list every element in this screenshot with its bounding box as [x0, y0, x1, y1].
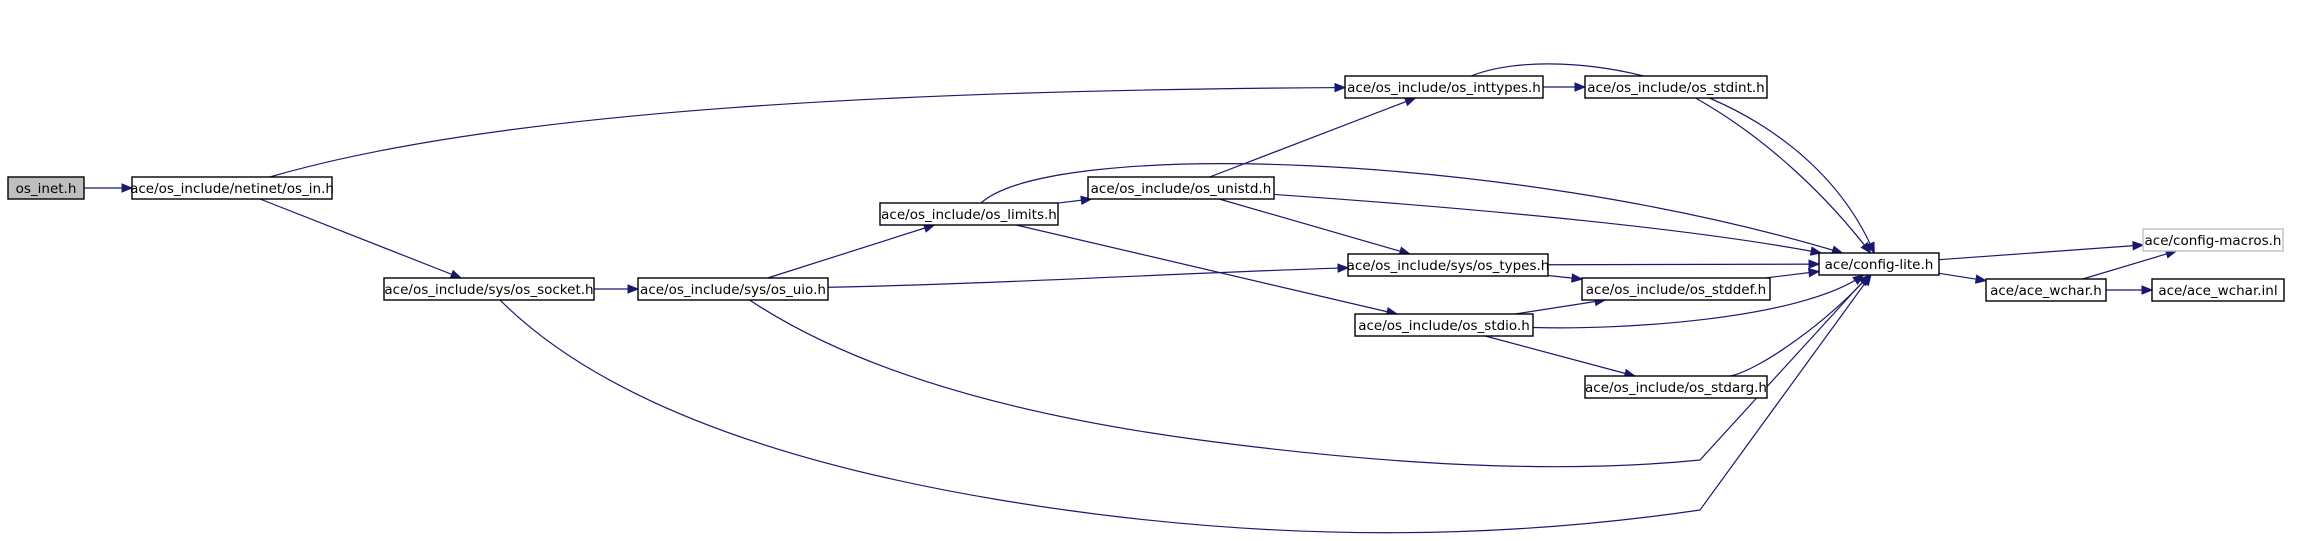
edge-os-types-to-config-lite [1547, 263, 1820, 266]
arrowhead-icon [1571, 273, 1584, 283]
node-box [1354, 313, 1534, 337]
node-label: ace/os_include/os_unistd.h [1091, 181, 1272, 197]
node-box [1818, 252, 1940, 276]
edge-os-uio-to-os-types [827, 267, 1349, 288]
node-box [1344, 75, 1544, 99]
edge-config-lite-to-config-macros [1938, 244, 2144, 261]
edge-os-stdarg-to-config-lite [1730, 274, 1870, 377]
node-label: ace/os_include/sys/os_socket.h [384, 282, 593, 298]
arrowhead-icon [2132, 241, 2145, 251]
edge-os-stdint-to-config-lite [1695, 97, 1872, 254]
arrowhead-icon [1808, 259, 1821, 269]
edge-os-unistd-to-os-types [1218, 198, 1411, 255]
node-label: ace/os_include/os_limits.h [881, 207, 1057, 223]
edge-os-socket-to-config-lite [499, 274, 1872, 534]
node-os-socket[interactable]: ace/os_include/sys/os_socket.h [383, 277, 595, 301]
node-box [1087, 176, 1275, 200]
node-config-lite[interactable]: ace/config-lite.h [1818, 252, 1940, 276]
node-box [1584, 375, 1768, 399]
node-os-uio[interactable]: ace/os_include/sys/os_uio.h [637, 277, 829, 301]
arrowhead-icon [1403, 97, 1417, 107]
node-box [1581, 277, 1771, 301]
node-os-stdarg[interactable]: ace/os_include/os_stdarg.h [1584, 375, 1768, 399]
node-label: ace/ace_wchar.inl [2158, 283, 2277, 299]
node-box [2142, 228, 2284, 252]
node-label: ace/os_include/os_stdarg.h [1585, 380, 1767, 396]
node-box [2151, 278, 2285, 302]
edge-os-limits-to-os-stdio [1015, 224, 1398, 315]
edge-os-unistd-to-config-lite [1273, 193, 1822, 254]
node-box [1347, 253, 1549, 277]
arrowhead-icon [1860, 241, 1872, 255]
node-os-stdio[interactable]: ace/os_include/os_stdio.h [1354, 313, 1534, 337]
edge-os-uio-to-config-lite [749, 274, 1870, 468]
edge-os-stdio-to-os-stdarg [1485, 335, 1635, 377]
node-box [879, 202, 1059, 226]
node-ace-wchar[interactable]: ace/ace_wchar.h [1985, 278, 2107, 302]
arrowhead-icon [2141, 285, 2154, 295]
edge-os-unistd-to-os-inttypes [1209, 97, 1416, 178]
node-label: ace/config-lite.h [1825, 257, 1934, 273]
node-os-stddef[interactable]: ace/os_include/os_stddef.h [1581, 277, 1771, 301]
edge-os-limits-to-config-lite [980, 163, 1843, 254]
arrowhead-icon [1337, 263, 1350, 273]
arrowhead-icon [1080, 195, 1093, 205]
node-os-stdint[interactable]: ace/os_include/os_stdint.h [1584, 75, 1768, 99]
node-label: ace/ace_wchar.h [1990, 283, 2102, 299]
node-label: ace/os_include/os_stdint.h [1587, 80, 1764, 96]
edge-os-stdio-to-os-stddef [1514, 299, 1606, 315]
node-label: ace/os_include/os_inttypes.h [1347, 80, 1541, 96]
node-box [131, 176, 333, 200]
arrowhead-icon [1858, 273, 1871, 287]
edge-os-uio-to-os-limits [767, 224, 935, 279]
edge-os-in-to-os-inttypes [269, 86, 1346, 178]
edges-layer [84, 63, 2178, 534]
arrowhead-icon [1807, 267, 1821, 278]
node-label: ace/config-macros.h [2145, 233, 2282, 249]
arrowhead-icon [1974, 274, 1988, 284]
edge-ace-wchar-to-config-macros [2082, 250, 2177, 280]
edge-os-stdio-to-config-lite [1532, 274, 1864, 329]
node-label: os_inet.h [16, 181, 77, 197]
node-label: ace/os_include/sys/os_uio.h [640, 282, 826, 298]
node-os-inet[interactable]: os_inet.h [7, 176, 85, 200]
node-os-limits[interactable]: ace/os_include/os_limits.h [879, 202, 1059, 226]
node-config-macros[interactable]: ace/config-macros.h [2142, 228, 2284, 252]
node-os-types[interactable]: ace/os_include/sys/os_types.h [1347, 253, 1550, 277]
arrowhead-icon [1574, 82, 1587, 92]
node-os-in[interactable]: ace/os_include/netinet/os_in.h [130, 176, 334, 200]
arrowhead-icon [449, 269, 463, 279]
arrowhead-icon [121, 183, 134, 193]
arrowhead-icon [627, 284, 640, 294]
node-box [7, 176, 85, 200]
node-label: ace/os_include/os_stddef.h [1586, 282, 1766, 298]
node-box [637, 277, 829, 301]
node-box [1985, 278, 2107, 302]
node-label: ace/os_include/sys/os_types.h [1347, 258, 1550, 274]
node-os-inttypes[interactable]: ace/os_include/os_inttypes.h [1344, 75, 1544, 99]
node-label: ace/os_include/netinet/os_in.h [130, 181, 334, 197]
node-box [383, 277, 595, 301]
node-label: ace/os_include/os_stdio.h [1358, 318, 1530, 334]
arrowhead-icon [1334, 82, 1347, 93]
node-ace-wchar-inl[interactable]: ace/ace_wchar.inl [2151, 278, 2285, 302]
node-box [1584, 75, 1768, 99]
edge-os-in-to-os-socket [259, 198, 462, 279]
node-os-unistd[interactable]: ace/os_include/os_unistd.h [1087, 176, 1275, 200]
